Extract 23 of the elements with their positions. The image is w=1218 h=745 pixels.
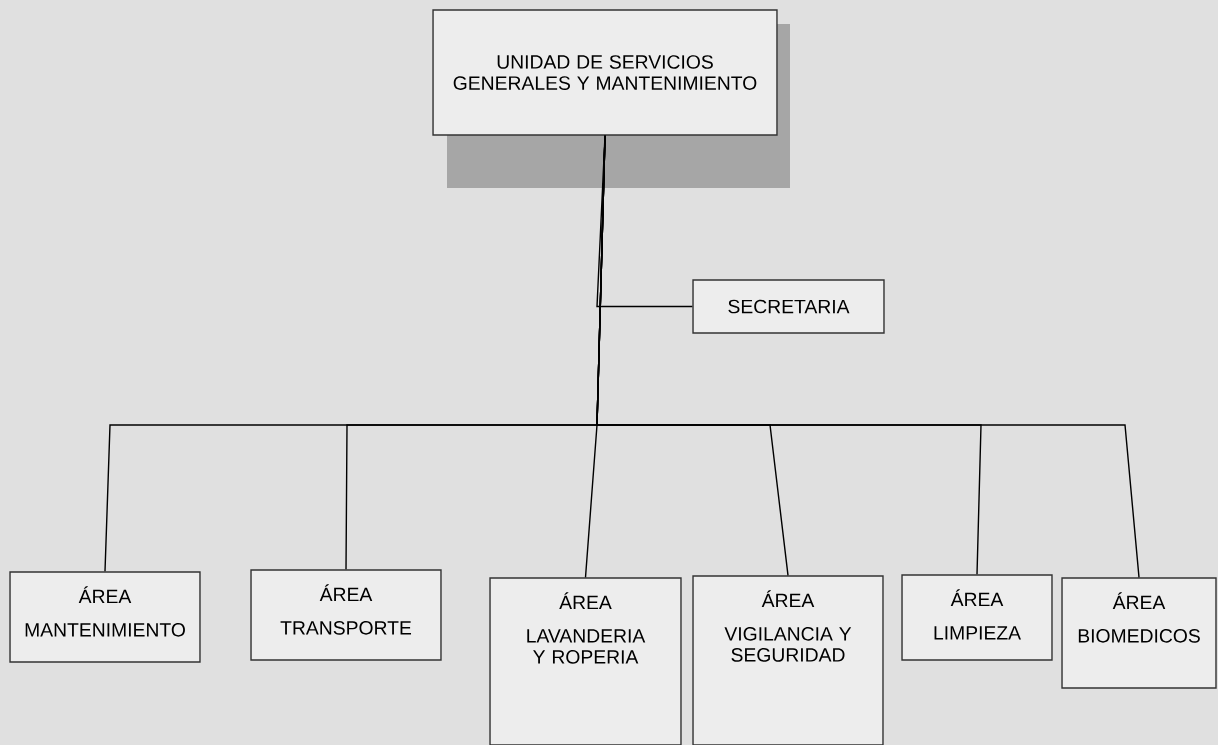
node-label: ÁREA <box>761 590 815 608</box>
node-label: UNIDAD DE SERVICIOS GENERALES Y MANTENIMIENTO <box>453 55 757 90</box>
org-box <box>692 279 885 334</box>
org-box <box>9 571 201 663</box>
org-box <box>432 9 778 136</box>
org-box <box>489 577 682 745</box>
node-label: ÁREA <box>950 589 1004 607</box>
node-label: SECRETARIA <box>728 299 850 314</box>
node-label: ÁREA <box>559 592 612 610</box>
node-label: LIMPIEZA <box>934 626 1021 640</box>
node-label: ÁREA <box>319 584 373 602</box>
org-box <box>1061 577 1217 689</box>
org-box <box>901 574 1053 661</box>
node-label: BIOMEDICOS <box>1078 629 1200 643</box>
node-label: ÁREA <box>1112 592 1166 610</box>
node-label: ÁREA <box>78 586 132 604</box>
org-box <box>692 575 884 745</box>
org-box <box>250 569 442 661</box>
node-label: MANTENIMIENTO <box>25 623 185 637</box>
node-label: VIGILANCIA Y SEGURIDAD <box>724 627 852 662</box>
node-label: LAVANDERIA Y ROPERIA <box>527 629 646 664</box>
node-label: TRANSPORTE <box>280 621 412 635</box>
connector-line <box>596 135 1140 579</box>
